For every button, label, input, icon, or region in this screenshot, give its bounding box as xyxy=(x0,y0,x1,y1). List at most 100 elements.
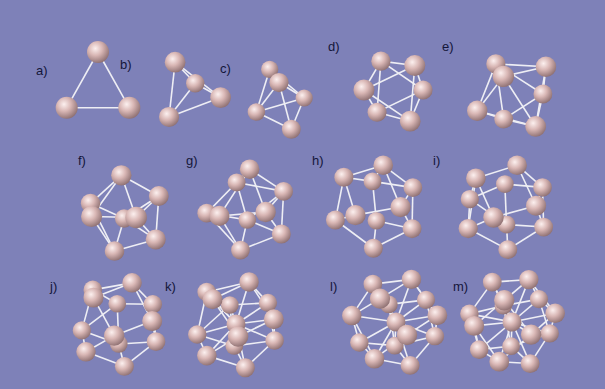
atom-sphere xyxy=(496,175,514,193)
atom-sphere xyxy=(404,178,423,197)
panel-label: b) xyxy=(120,58,132,71)
atom-cluster xyxy=(73,273,166,376)
atom-sphere xyxy=(502,337,520,355)
atom-sphere xyxy=(264,309,284,329)
atom-sphere xyxy=(104,325,124,345)
atom-cluster xyxy=(326,156,422,258)
atom-sphere xyxy=(466,168,486,188)
atom-sphere xyxy=(526,196,546,216)
atom-sphere xyxy=(108,295,126,313)
atom-sphere xyxy=(404,55,425,76)
atom-sphere xyxy=(83,288,103,308)
atom-cluster xyxy=(197,159,293,259)
atom-sphere xyxy=(483,207,503,227)
atom-sphere xyxy=(470,340,489,359)
atom-cluster xyxy=(81,165,169,261)
atom-sphere xyxy=(228,326,248,346)
atom-sphere xyxy=(541,324,559,342)
atom-sphere xyxy=(403,219,422,238)
atom-sphere xyxy=(521,324,541,344)
atom-sphere xyxy=(365,349,385,369)
atom-sphere xyxy=(536,57,556,77)
atom-sphere xyxy=(494,110,513,129)
atom-sphere xyxy=(87,41,109,63)
atom-sphere xyxy=(489,352,509,372)
panel-label: m) xyxy=(453,280,468,293)
atom-sphere xyxy=(426,327,444,345)
atom-sphere xyxy=(364,239,383,258)
atom-cluster xyxy=(159,52,231,127)
atom-sphere xyxy=(149,186,169,206)
atom-sphere xyxy=(342,306,361,325)
atom-sphere xyxy=(461,190,479,208)
atom-sphere xyxy=(401,356,420,375)
atom-sphere xyxy=(368,103,387,122)
atom-sphere xyxy=(188,325,206,343)
panel-label: e) xyxy=(442,40,454,53)
atom-sphere xyxy=(370,289,390,309)
atom-sphere xyxy=(118,97,140,119)
atom-sphere xyxy=(76,342,95,361)
atom-sphere xyxy=(414,81,433,100)
atom-sphere xyxy=(507,155,527,175)
panel-label: j) xyxy=(50,280,57,293)
atom-sphere xyxy=(326,211,345,230)
atom-sphere xyxy=(467,101,487,121)
atom-sphere xyxy=(203,289,223,309)
atom-sphere xyxy=(533,85,552,104)
atom-sphere xyxy=(231,241,250,260)
atom-sphere xyxy=(210,87,231,108)
atom-sphere xyxy=(521,354,540,373)
atom-sphere xyxy=(255,202,275,222)
atom-sphere xyxy=(364,172,382,190)
atom-sphere xyxy=(272,225,291,244)
atom-sphere xyxy=(81,206,102,227)
atom-sphere xyxy=(483,273,502,292)
atom-sphere xyxy=(197,346,217,366)
atom-sphere xyxy=(269,73,288,92)
atom-sphere xyxy=(105,241,125,261)
atom-sphere xyxy=(115,357,134,376)
atom-sphere xyxy=(503,313,522,332)
atom-sphere xyxy=(400,111,421,132)
panel-label: h) xyxy=(312,154,324,167)
atom-sphere xyxy=(397,325,417,345)
atom-sphere xyxy=(186,74,204,92)
atom-sphere xyxy=(534,218,553,237)
atom-sphere xyxy=(221,296,239,314)
atom-sphere xyxy=(493,66,514,87)
atom-sphere xyxy=(368,212,386,230)
atom-sphere xyxy=(373,156,393,176)
atom-cluster xyxy=(460,270,565,373)
atom-sphere xyxy=(122,273,142,293)
atom-cluster xyxy=(56,41,141,119)
atom-sphere xyxy=(73,321,91,339)
atom-sphere xyxy=(464,316,484,336)
atom-cluster xyxy=(467,54,556,137)
panel-label: d) xyxy=(328,40,340,53)
atom-sphere xyxy=(259,294,277,312)
atom-sphere xyxy=(209,206,229,226)
atom-sphere xyxy=(144,295,162,313)
atom-sphere xyxy=(494,290,514,310)
atom-sphere xyxy=(165,52,186,73)
atom-sphere xyxy=(353,79,374,100)
atom-sphere xyxy=(248,103,266,121)
atom-sphere xyxy=(56,97,78,119)
atom-sphere xyxy=(147,332,166,351)
atom-sphere xyxy=(239,272,258,291)
atom-sphere xyxy=(111,165,131,185)
panel-label: k) xyxy=(165,280,176,293)
panel-label: g) xyxy=(186,154,198,167)
atom-sphere xyxy=(146,229,166,249)
atom-sphere xyxy=(142,311,162,331)
atom-sphere xyxy=(296,89,313,106)
atom-cluster xyxy=(248,61,313,139)
atom-sphere xyxy=(240,159,259,178)
atom-sphere xyxy=(533,178,552,197)
atom-sphere xyxy=(334,168,353,187)
atom-sphere xyxy=(350,333,368,351)
atom-sphere xyxy=(427,305,447,325)
panel-label: a) xyxy=(36,64,48,77)
